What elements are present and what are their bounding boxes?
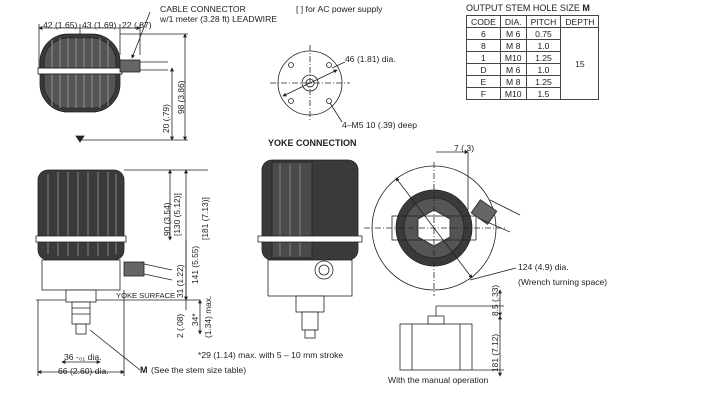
cell-code: 8 (466, 39, 501, 52)
dim-22: 22 (.87) (122, 20, 152, 30)
yoke-surface-label: YOKE SURFACE (116, 291, 176, 300)
front-view (35, 169, 208, 376)
dim-90: 90 (3.54) (162, 202, 172, 236)
manual-operation-label: With the manual operation (388, 375, 489, 385)
yoke-connection-title: YOKE CONNECTION (268, 138, 357, 148)
dim-20: 20 (.79) (161, 104, 171, 133)
table-row: 6 M 6 0.75 15 (466, 27, 600, 100)
header-pitch: PITCH (525, 15, 562, 28)
cell-dia: M10 (499, 51, 527, 64)
header-depth: DEPTH (560, 15, 600, 28)
dim-66: 66 (2.60) dia. (58, 366, 109, 376)
cell-pitch: 1.25 (525, 51, 562, 64)
stem-m-label: M (140, 365, 148, 375)
cell-dia: M 8 (499, 75, 527, 88)
cell-code: D (466, 63, 501, 76)
dim-134: (1.34) max. (203, 295, 213, 338)
dim-130: [130 (5.12)] (172, 193, 182, 236)
dim-8-5: 8.5 (.33) (490, 284, 500, 316)
table-row: F M10 1.5 (466, 87, 599, 100)
cell-pitch: 1.25 (525, 75, 562, 88)
dim-181-right: 181 (7.12) (490, 333, 500, 372)
stem-m-note: (See the stem size table) (151, 365, 247, 375)
cell-code: 6 (466, 27, 501, 40)
dim-98: 98 (3.86) (176, 80, 186, 114)
cell-code: E (466, 75, 501, 88)
cell-pitch: 1.0 (525, 63, 562, 76)
table-row: 8 M 8 1.0 (466, 39, 599, 52)
yoke-dia-label: 46 (1.81) dia. (345, 54, 396, 64)
stem-table-title: OUTPUT STEM HOLE SIZE M (466, 3, 590, 13)
side-view (257, 159, 363, 339)
dim-43: 43 (1.69) (82, 20, 117, 30)
dim-181: [181 (7.13)] (200, 197, 210, 240)
cell-code: F (466, 87, 501, 100)
dim-34: 34* (190, 313, 200, 326)
dim-124: 124 (4.9) dia. (518, 262, 569, 272)
cell-pitch: 1.5 (525, 87, 562, 100)
stem-table-title-m: M (582, 3, 590, 13)
table-header-row: CODE DIA. PITCH DEPTH (466, 15, 600, 28)
dim-36: 36 -₀₁ dia. (64, 352, 102, 362)
stem-size-table: CODE DIA. PITCH DEPTH 6 M 6 0.75 15 8 M … (466, 15, 600, 100)
stem-table-title-text: OUTPUT STEM HOLE SIZE (466, 3, 583, 13)
table-row: D M 6 1.0 (466, 63, 599, 76)
header-code: CODE (466, 15, 501, 28)
dim-141: 141 (5.55) (190, 245, 200, 284)
stroke-note: *29 (1.14) max. with 5 – 10 mm stroke (198, 350, 344, 360)
header-dia: DIA. (499, 15, 527, 28)
dim-31: 31 (1.22) (175, 264, 185, 298)
wrench-view (364, 150, 521, 296)
cell-pitch: 0.75 (525, 27, 562, 40)
ac-note: [ ] for AC power supply (296, 4, 383, 14)
cell-pitch: 1.0 (525, 39, 562, 52)
yoke-hole-label: 4–M5 10 (.39) deep (342, 120, 418, 130)
cable-connector-label: CABLE CONNECTOR (160, 4, 246, 14)
dim-42: 42 (1.65) (43, 20, 78, 30)
cell-depth: 15 (560, 27, 600, 100)
yoke-view (270, 45, 350, 123)
leadwire-label: w/1 meter (3.28 ft) LEADWIRE (160, 14, 278, 24)
top-view (37, 11, 188, 143)
cell-dia: M 8 (499, 39, 527, 52)
wrench-note: (Wrench turning space) (518, 277, 608, 287)
dim-2: 2 (.08) (175, 313, 185, 338)
manual-view (399, 289, 504, 377)
cell-dia: M10 (499, 87, 527, 100)
cell-dia: M 6 (499, 27, 527, 40)
cell-code: 1 (466, 51, 501, 64)
cell-dia: M 6 (499, 63, 527, 76)
dim-7: 7 (.3) (454, 143, 475, 153)
